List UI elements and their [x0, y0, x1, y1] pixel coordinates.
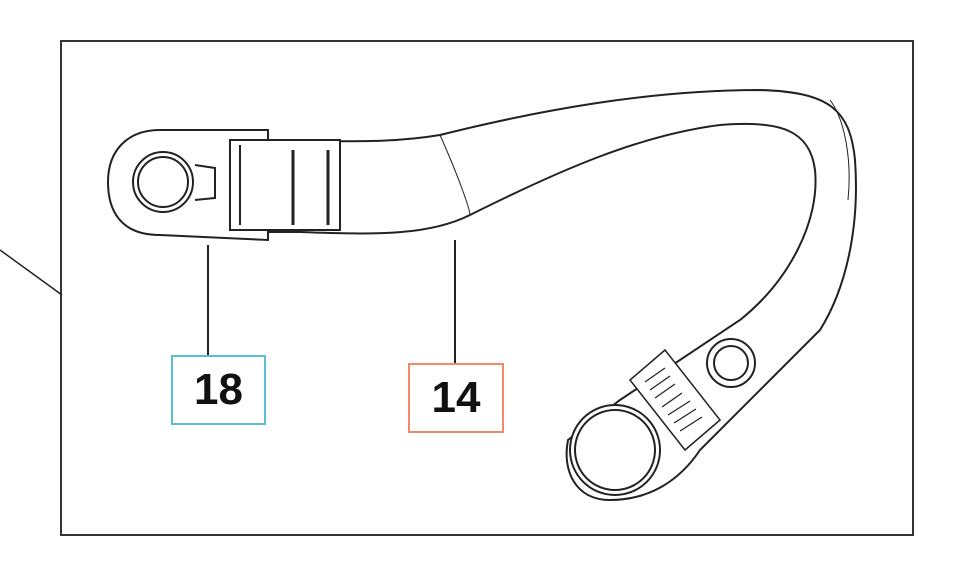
clip-part — [106, 129, 341, 242]
strap-part — [229, 88, 857, 502]
diagram-frame — [60, 40, 914, 536]
callout-18[interactable]: 18 — [171, 355, 266, 425]
external-leader-line — [0, 249, 63, 296]
callout-14[interactable]: 14 — [408, 363, 504, 433]
